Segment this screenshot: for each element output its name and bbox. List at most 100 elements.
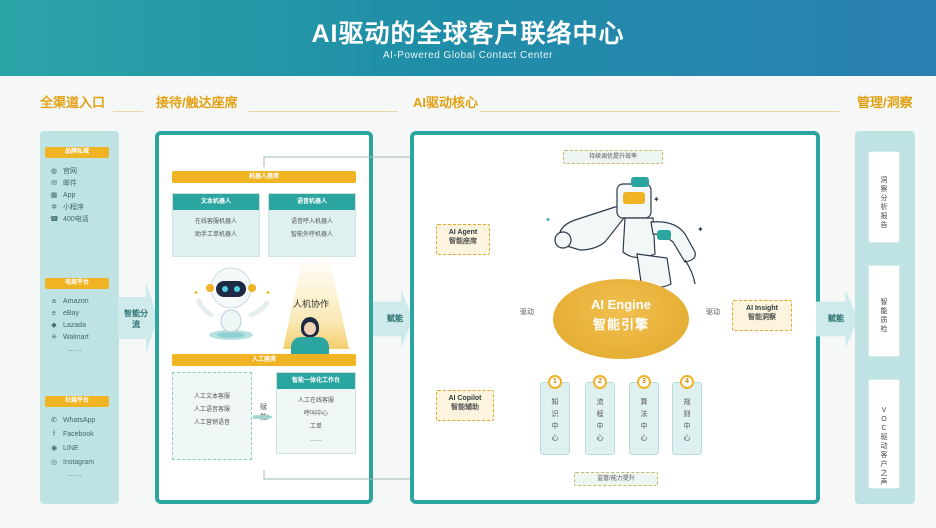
text-robot-line: 助手工单机器人: [194, 232, 237, 238]
channel-item: ◉LINE: [50, 445, 79, 452]
arrow-label-empower-left: 赋能: [387, 314, 403, 323]
workbench-line: ……: [310, 437, 322, 443]
workbench-card: 智能一体化工作台 人工在线客服 呼叫中心 工单 ……: [276, 372, 356, 454]
human-seats-card: 人工文本客服 人工语音客服 人工营销语音: [172, 372, 252, 460]
channel-item: ☎400电话: [50, 216, 89, 223]
ai-agent-box: AI Agent 智能座席: [436, 224, 490, 255]
center-name: 算法中心: [640, 399, 648, 442]
group-title-ecommerce: 电商平台: [45, 278, 109, 289]
text-robot-title: 文本机器人: [173, 194, 259, 210]
insight-report-card: 洞察分析报告: [868, 151, 900, 243]
engine-title-cn: 智能引擎: [592, 317, 649, 332]
section-title-reception: 接待/触达座席: [156, 95, 238, 110]
continuous-optimize-pill: 持续调优提升效率: [563, 150, 663, 164]
group-title-social: 社媒平台: [45, 396, 109, 407]
walmart-icon: ✳: [51, 334, 57, 341]
ai-insight-box: AI Insight 智能洞察: [732, 300, 792, 331]
workbench-title: 智能一体化工作台: [277, 373, 355, 389]
svg-text:✦: ✦: [653, 195, 660, 204]
channel-item: ◎Instagram: [50, 459, 95, 466]
channel-item: ✲小程序: [51, 204, 84, 211]
arrow-label-dispatch: 智能分流: [124, 309, 148, 329]
text-robot-line: 在线客服机器人: [194, 219, 237, 225]
svg-text:✦: ✦: [193, 289, 199, 297]
amazon-icon: a: [52, 298, 56, 305]
svg-text:✦: ✦: [697, 225, 704, 234]
text-robot-card: 文本机器人 在线客服机器人 助手工单机器人: [172, 193, 260, 257]
channel-item: ▦App: [50, 192, 76, 199]
group-title-brand: 品牌私域: [45, 147, 109, 158]
voice-robot-title: 语音机器人: [269, 194, 355, 210]
section-title-core: AI驱动核心: [413, 95, 479, 110]
human-seats-bar: 人工座席: [172, 354, 356, 366]
divider: [480, 111, 840, 112]
insight-report-label: 洞察分析报告: [880, 177, 888, 229]
ai-robot-illustration: ✦ ✦ ✦: [545, 177, 704, 289]
ai-engine-core: AI Engine 智能引擎: [553, 279, 689, 359]
drive-label-right: 驱动: [706, 309, 720, 316]
voice-robot-line: 语音呼入机器人: [290, 219, 333, 225]
engine-title-en: AI Engine: [591, 297, 651, 312]
drive-label-left: 驱动: [520, 309, 534, 316]
page-header: AI驱动的全球客户联络中心 AI-Powered Global Contact …: [0, 0, 936, 76]
line-icon: ◉: [50, 445, 58, 452]
lazada-icon: ◆: [51, 322, 57, 329]
center-name: 知识中心: [551, 399, 559, 442]
human-line: 人工营销语音: [193, 420, 230, 426]
rules-center-card: 4 规则中心: [672, 375, 702, 455]
smart-qc-label: 智能质检: [880, 299, 888, 333]
ai-insight-cn: 智能洞察: [748, 314, 776, 321]
knowledge-center-card: 1 知识中心: [540, 375, 570, 455]
center-number: 1: [548, 375, 562, 389]
center-name: 规则中心: [683, 399, 691, 442]
robot-seats-bar: 机器人座席: [172, 171, 356, 183]
center-name: 流程中心: [596, 399, 604, 442]
channel-item: ……: [68, 471, 82, 478]
voice-robot-line: 智能外呼机器人: [290, 232, 333, 238]
smart-qc-card: 智能质检: [868, 265, 900, 357]
ebay-icon: e: [52, 310, 56, 317]
svg-text:✦: ✦: [265, 289, 271, 297]
voice-robot-card: 语音机器人 语音呼入机器人 智能外呼机器人: [268, 193, 356, 257]
channel-item: ◆Lazada: [51, 322, 86, 329]
section-title-channels: 全渠道入口: [40, 95, 106, 110]
ai-copilot-box: AI Copilot 智能辅助: [436, 390, 494, 421]
management-panel: 洞察分析报告 智能质检 VOC驱动客户之声: [855, 131, 915, 504]
arrow-empower-mid: [253, 414, 273, 420]
divider: [248, 111, 398, 112]
workbench-line: 工单: [309, 424, 322, 430]
collab-label: 人机协作: [293, 299, 330, 309]
ai-copilot-en: AI Copilot: [448, 395, 482, 402]
ai-insight-en: AI Insight: [746, 305, 778, 312]
phone-icon: ☎: [50, 216, 59, 223]
algorithm-center-card: 3 算法中心: [629, 375, 659, 455]
robot-mascot-icon: ✦ ✦: [193, 267, 271, 340]
channel-item: ✉邮件: [51, 180, 77, 187]
arrow-label-empower-right: 赋能: [828, 314, 844, 323]
instagram-icon: ◎: [50, 459, 58, 466]
process-center-card: 2 流程中心: [585, 375, 615, 455]
mail-icon: ✉: [51, 180, 57, 187]
page-subtitle: AI-Powered Global Contact Center: [383, 50, 553, 61]
voc-label: VOC驱动客户之声: [880, 407, 888, 486]
channel-item: ◍官网: [50, 168, 77, 175]
page-title: AI驱动的全球客户联络中心: [311, 20, 625, 48]
center-number: 3: [637, 375, 651, 389]
mini-program-icon: ✲: [51, 204, 57, 211]
center-number: 4: [680, 375, 694, 389]
ai-agent-en: AI Agent: [448, 229, 478, 236]
agent-avatar: [287, 317, 333, 357]
svg-text:✦: ✦: [545, 216, 551, 224]
whatsapp-icon: ✆: [51, 417, 57, 424]
ai-copilot-cn: 智能辅助: [451, 404, 479, 411]
center-number: 2: [593, 375, 607, 389]
app-icon: ▦: [50, 192, 58, 199]
section-title-management: 管理/洞察: [857, 95, 913, 110]
divider: [113, 111, 143, 112]
supervise-pill: 监管/能力提升: [574, 472, 658, 486]
channel-item: ✆WhatsApp: [51, 417, 96, 424]
